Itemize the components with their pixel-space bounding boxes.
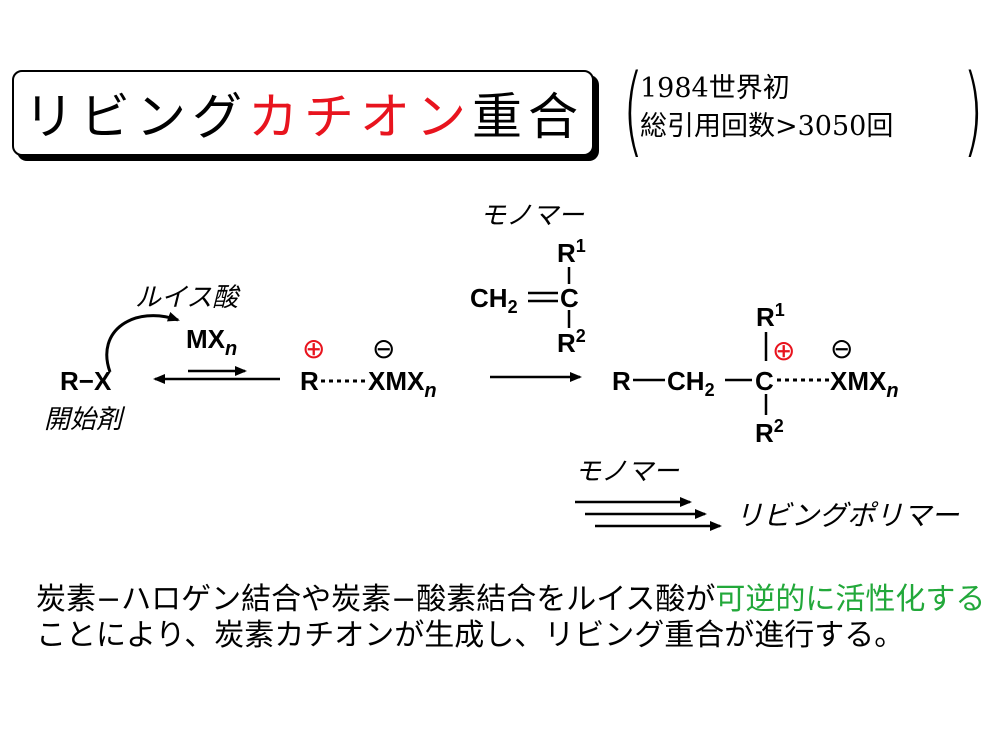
title-box: リビングカチオン重合 bbox=[12, 70, 594, 156]
reaction-scheme: R−X 開始剤 ルイス酸 MXn ⊕ ⊖ R XMXn モノマー R1 CH2 … bbox=[44, 200, 960, 531]
initiator: R−X bbox=[60, 366, 112, 396]
title-part3: 重合 bbox=[472, 88, 584, 146]
product-ch2: CH2 bbox=[667, 366, 715, 400]
monomer-C: C bbox=[560, 283, 579, 313]
explanation-highlight: 可逆的に活性化する bbox=[715, 582, 986, 617]
product-C: C bbox=[755, 366, 774, 396]
monomer-R1: R1 bbox=[557, 236, 586, 268]
product-minus: ⊖ bbox=[830, 333, 853, 364]
note-line2: 総引用回数>3050回 bbox=[640, 111, 894, 142]
explanation-seg3: ことにより、炭素カチオンが生成し、リビング重合が進行する。 bbox=[36, 618, 905, 653]
title-part2: カチオン bbox=[248, 88, 472, 146]
product-R2: R2 bbox=[755, 416, 784, 448]
ion-pair-R: R bbox=[300, 366, 319, 396]
monomer-label: モノマー bbox=[480, 200, 585, 230]
left-paren: ( bbox=[622, 54, 644, 168]
product-R: R bbox=[612, 366, 631, 396]
product-plus: ⊕ bbox=[772, 335, 795, 366]
initiator-label: 開始剤 bbox=[44, 404, 126, 434]
product-R1: R1 bbox=[756, 300, 785, 332]
ion-plus: ⊕ bbox=[302, 333, 325, 364]
title-part1: リビング bbox=[24, 88, 248, 146]
lewis-acid-label: ルイス酸 bbox=[135, 282, 241, 312]
ion-minus: ⊖ bbox=[372, 333, 395, 364]
product-counter: XMXn bbox=[830, 366, 899, 402]
lewis-acid: MXn bbox=[186, 324, 237, 360]
citation-note: ( 1984世界初 総引用回数>3050回 ) bbox=[618, 62, 988, 160]
right-paren: ) bbox=[962, 54, 984, 168]
monomer-ch2: CH2 bbox=[470, 283, 518, 317]
explanation-seg1: 炭素−ハロゲン結合や炭素−酸素結合をルイス酸が bbox=[36, 582, 716, 617]
living-polymer: リビングポリマー bbox=[735, 500, 960, 531]
monomer-label-2: モノマー bbox=[575, 456, 680, 486]
curved-arrow bbox=[105, 311, 180, 373]
explanation-text: 炭素−ハロゲン結合や炭素−酸素結合をルイス酸が可逆的に活性化することにより、炭素… bbox=[36, 582, 986, 654]
ion-pair-counter: XMXn bbox=[368, 366, 437, 402]
note-line1: 1984世界初 bbox=[640, 73, 790, 104]
monomer-R2: R2 bbox=[557, 326, 586, 358]
